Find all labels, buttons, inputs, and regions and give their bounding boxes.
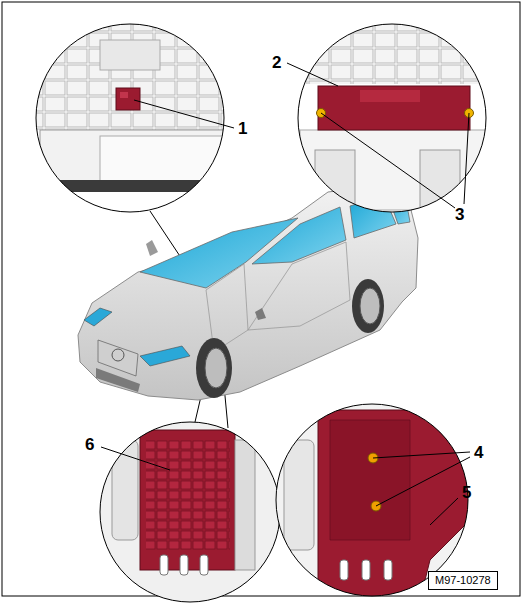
callout-leaders — [101, 63, 470, 525]
callout-number: 3 — [455, 206, 464, 223]
figure-number-box: M97-10278 — [428, 571, 498, 590]
detail-circle-1 — [30, 20, 230, 212]
figure-number: M97-10278 — [435, 575, 491, 586]
car-illustration — [78, 186, 418, 400]
callout-number: 2 — [272, 54, 281, 71]
detail-circle-6 — [100, 420, 290, 610]
detail-circle-4-5 — [270, 400, 470, 600]
callout-number: 4 — [474, 444, 483, 461]
callout-number: 6 — [85, 436, 94, 453]
callout-number: 5 — [462, 484, 471, 501]
detail-circle-2 — [298, 20, 490, 212]
callout-number: 1 — [238, 120, 247, 137]
